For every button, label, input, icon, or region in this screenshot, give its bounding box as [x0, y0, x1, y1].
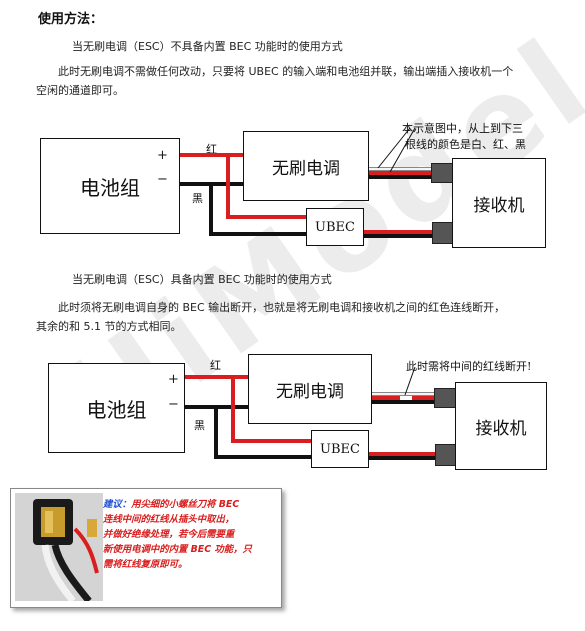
receiver-box: 接收机: [452, 158, 546, 248]
connector-photo-drawing: [15, 493, 103, 604]
esc-black-wire: [372, 400, 436, 404]
red-wire-branch: [231, 375, 235, 443]
receiver-label: 接收机: [475, 418, 527, 439]
red-wire-branch: [226, 153, 230, 219]
receiver-box: 接收机: [455, 382, 547, 470]
ubec-red-wire: [369, 452, 437, 456]
section1-subtitle: 当无刷电调（ESC）不具备内置 BEC 功能时的使用方式: [72, 40, 343, 53]
ubec-black-wire: [369, 456, 437, 460]
red-wire: [185, 375, 249, 379]
esc-plug: [434, 388, 456, 408]
esc-black-wire: [369, 175, 433, 179]
ubec-plug: [432, 222, 454, 244]
ubec-red-wire: [364, 230, 434, 234]
esc-red-wire-left: [372, 396, 400, 400]
esc-box: 无刷电调: [243, 131, 369, 201]
signal-wire: [372, 392, 436, 396]
receiver-label: 接收机: [473, 195, 525, 216]
section1-para-line1: 此时无刷电调不需做任何改动，只要将 UBEC 的输入端和电池组并联，输出端插入接…: [58, 65, 514, 78]
tip-box: 建议：用尖细的小螺丝刀将 BEC 连线中间的红线从插头中取出， 并做好绝缘处理，…: [10, 488, 282, 608]
tip-text: 建议：用尖细的小螺丝刀将 BEC 连线中间的红线从插头中取出， 并做好绝缘处理，…: [103, 497, 281, 572]
tip-line1: 用尖细的小螺丝刀将 BEC: [131, 499, 240, 510]
battery-box: 电池组: [48, 363, 185, 453]
esc-red-wire-right: [412, 396, 436, 400]
black-wire-label: 黑: [194, 419, 205, 432]
red-wire-label: 红: [206, 143, 217, 156]
plus-sign: +: [157, 148, 168, 163]
esc-red-wire: [369, 171, 433, 175]
tip-line4: 新使用电调中的内置 BEC 功能，只: [103, 544, 252, 555]
tip-line2: 连线中间的红线从插头中取出，: [103, 514, 235, 525]
black-wire-branch: [214, 405, 218, 459]
ubec-label: UBEC: [315, 219, 355, 235]
battery-label: 电池组: [86, 397, 147, 422]
red-wire-label: 红: [210, 359, 221, 372]
red-wire-ubec: [231, 439, 311, 443]
section2-para-line2: 其余的和 5.1 节的方式相同。: [36, 320, 182, 333]
black-wire-ubec: [214, 455, 311, 459]
black-wire-branch: [209, 182, 213, 236]
ubec-box: UBEC: [311, 430, 369, 468]
battery-box: 电池组: [40, 138, 180, 234]
black-wire-label: 黑: [192, 192, 203, 205]
battery-label: 电池组: [80, 175, 140, 200]
minus-sign: −: [168, 397, 179, 412]
note-line1: 本示意图中，从上到下三: [402, 122, 523, 135]
tip-prefix: 建议：: [103, 499, 132, 510]
section2-para-line1: 此时须将无刷电调自身的 BEC 输出断开，也就是将无刷电调和接收机之间的红色连线…: [58, 301, 506, 314]
plus-sign: +: [168, 372, 179, 387]
connector-photo: [15, 493, 103, 604]
ubec-label: UBEC: [320, 441, 360, 457]
tip-line3: 并做好绝缘处理，若今后需要重: [103, 529, 235, 540]
note-pointer-line: [404, 366, 416, 396]
black-wire-ubec: [209, 232, 306, 236]
red-wire: [180, 153, 244, 157]
page-title: 使用方法：: [38, 12, 104, 27]
section2-subtitle: 当无刷电调（ESC）具备内置 BEC 功能时的使用方式: [72, 273, 332, 286]
section1-para-line2: 空闲的通道即可。: [36, 84, 124, 97]
note-pointer-lines: [377, 127, 416, 173]
note-line2: 根线的颜色是白、红、黑: [405, 138, 526, 151]
esc-label: 无刷电调: [276, 381, 344, 402]
minus-sign: −: [157, 172, 168, 187]
ubec-plug: [435, 444, 457, 466]
ubec-black-wire: [364, 234, 434, 238]
break-note: 此时需将中间的红线断开!: [406, 360, 532, 373]
tip-line5: 需将红线复原即可。: [103, 559, 188, 570]
signal-wire: [369, 167, 433, 171]
red-wire-ubec: [226, 215, 306, 219]
esc-label: 无刷电调: [272, 158, 340, 179]
esc-box: 无刷电调: [248, 354, 372, 424]
ubec-box: UBEC: [306, 208, 364, 246]
